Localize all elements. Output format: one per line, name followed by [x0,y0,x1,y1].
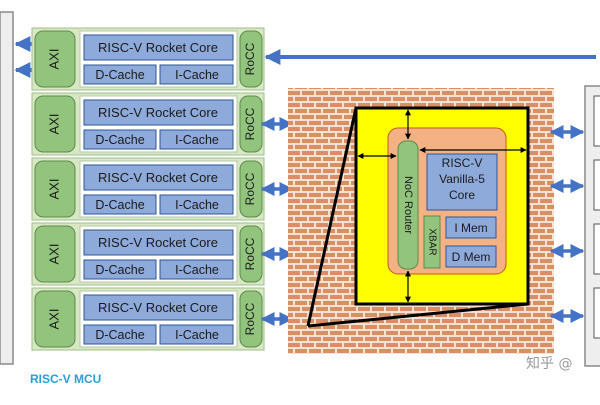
vanilla-core-line-1: RISC-V [442,156,483,170]
rocket-core [83,229,234,256]
d-cache-label: D-Cache [95,198,144,212]
rocket-core [83,99,234,126]
i-cache [159,324,234,345]
axi-label: AXI [46,179,61,200]
axi-block [34,290,76,348]
axi-label: AXI [46,309,61,330]
d-mem [445,245,497,268]
axi-label: AXI [46,114,61,135]
xbar [423,215,441,269]
i-cache [159,129,234,150]
i-cache-label: I-Cache [175,198,219,212]
host-panel [0,11,14,365]
d-cache [83,129,157,150]
d-mem-label: D Mem [452,250,491,264]
noc-router [397,140,419,270]
i-cache [159,259,234,280]
rocket-core-label: RISC-V Rocket Core [98,235,218,250]
rocket-core [83,34,234,61]
d-cache-label: D-Cache [95,263,144,277]
d-cache-label: D-Cache [95,68,144,82]
i-cache [159,194,234,215]
i-cache-label: I-Cache [175,133,219,147]
axi-block [34,160,76,218]
vanilla-core-line-2: Vanilla-5 [439,172,485,186]
d-cache [83,259,157,280]
i-mem [445,216,497,239]
rocket-core-label: RISC-V Rocket Core [98,105,218,120]
rocket-core [83,164,234,191]
rocc-label: RoCC [243,107,257,140]
rocket-core-label: RISC-V Rocket Core [98,40,218,55]
i-cache-label: I-Cache [175,328,219,342]
d-cache [83,194,157,215]
vanilla-core-line-3: Core [449,188,475,202]
rocc-label: RoCC [243,237,257,270]
right-slot-1 [593,95,600,147]
noc-router-label: NoC Router [402,176,414,234]
rocket-core-label: RISC-V Rocket Core [98,300,218,315]
right-slot-4 [593,287,600,339]
i-cache [159,64,234,85]
watermark: 知乎 @ [526,356,573,372]
rocc-label: RoCC [243,172,257,205]
rocket-core-label: RISC-V Rocket Core [98,170,218,185]
axi-block [34,30,76,88]
rocc-block [239,30,263,88]
right-slot-2 [593,159,600,211]
axi-block [34,95,76,153]
i-cache-label: I-Cache [175,263,219,277]
xbar-label: XBAR [426,228,437,255]
axi-block [34,225,76,283]
i-mem-label: I Mem [454,221,487,235]
d-cache-label: D-Cache [95,133,144,147]
rocket-core [83,294,234,321]
vanilla-core [426,153,498,211]
zoom-guide-line [307,302,529,328]
axi-label: AXI [46,244,61,265]
d-cache [83,64,157,85]
i-cache-label: I-Cache [175,68,219,82]
rocc-label: RoCC [243,302,257,335]
figure-caption: RISC-V MCU [30,372,102,386]
zoom-guide-line [306,107,358,327]
d-cache-label: D-Cache [95,328,144,342]
right-slot-3 [593,223,600,275]
axi-label: AXI [46,49,61,70]
d-cache [83,324,157,345]
rocc-label: RoCC [243,42,257,75]
